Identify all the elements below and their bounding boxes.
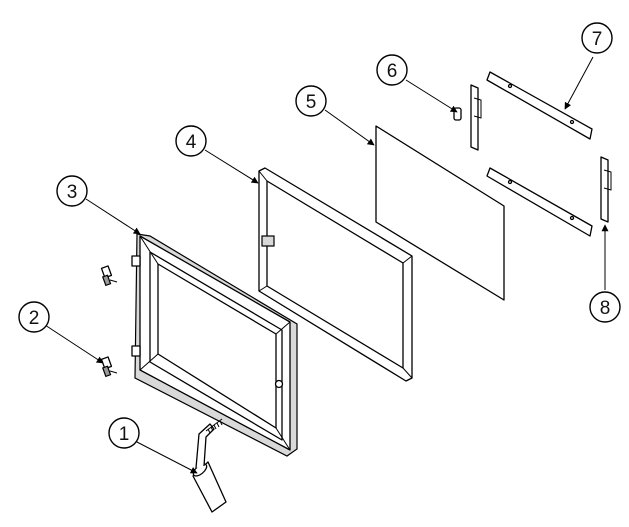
glass-pane <box>375 125 505 301</box>
callout-5-label: 5 <box>306 92 317 113</box>
callout-4-label: 4 <box>186 132 197 153</box>
callout-3: 3 <box>56 175 88 207</box>
callout-1: 1 <box>108 417 140 449</box>
callout-1-label: 1 <box>119 424 130 445</box>
hinge-screw-upper <box>100 265 118 287</box>
callout-7-label: 7 <box>592 29 603 50</box>
callout-8-label: 8 <box>600 298 611 319</box>
callout-8: 8 <box>589 291 621 323</box>
door-frame <box>131 233 298 457</box>
rail-lower <box>486 167 593 237</box>
callout-6-label: 6 <box>387 61 398 82</box>
rail-upper <box>486 71 593 140</box>
callout-2: 2 <box>18 301 50 333</box>
callout-7: 7 <box>581 22 613 54</box>
glass-frame <box>258 167 413 382</box>
hinge-screw-lower <box>100 356 118 378</box>
vertical-bracket-lower <box>600 156 612 223</box>
callout-6: 6 <box>376 54 408 86</box>
glass-clip <box>453 107 462 121</box>
callout-5: 5 <box>295 85 327 117</box>
callout-3-label: 3 <box>67 182 78 203</box>
leader-lines <box>44 56 609 474</box>
door-handle <box>192 418 227 513</box>
vertical-bracket-upper <box>470 84 482 151</box>
callout-2-label: 2 <box>29 308 40 329</box>
callout-4: 4 <box>175 125 207 157</box>
